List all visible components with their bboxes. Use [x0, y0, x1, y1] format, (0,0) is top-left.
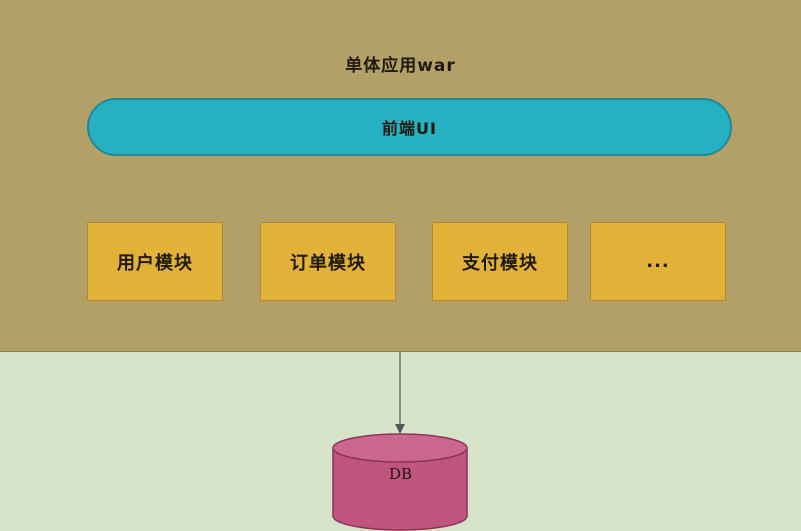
frontend-ui-label: 前端UI — [382, 119, 437, 138]
module-order-label: 订单模块 — [290, 252, 366, 274]
frontend-ui-block: 前端UI — [87, 98, 732, 156]
module-more: ... — [590, 222, 726, 301]
module-user-label: 用户模块 — [117, 252, 193, 274]
module-payment: 支付模块 — [432, 222, 568, 301]
app-title: 单体应用war — [345, 56, 456, 76]
database-label: DB — [388, 465, 413, 483]
module-more-label: ... — [646, 251, 670, 272]
module-user: 用户模块 — [87, 222, 223, 301]
module-order: 订单模块 — [260, 222, 396, 301]
module-payment-label: 支付模块 — [462, 252, 538, 274]
monolith-app-container: 单体应用war 前端UI 用户模块 订单模块 支付模块 ... — [0, 0, 801, 352]
